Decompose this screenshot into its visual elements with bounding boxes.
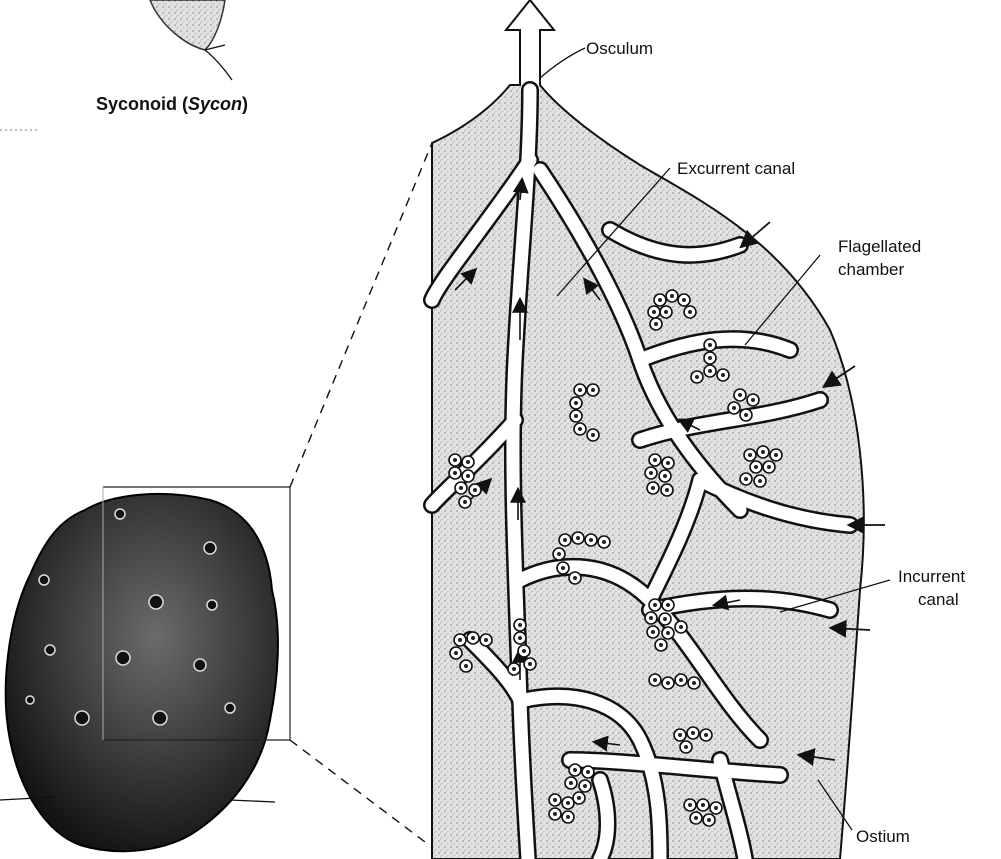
label-osculum: Osculum xyxy=(540,39,653,78)
syconoid-caption: Syconoid (Sycon) xyxy=(96,94,248,114)
svg-text:Excurrent canal: Excurrent canal xyxy=(677,159,795,178)
svg-text:Incurrent: Incurrent xyxy=(898,567,965,586)
leuconoid-sponge-body xyxy=(0,494,278,851)
zoom-line-bottom xyxy=(290,740,425,842)
chamber-cluster xyxy=(645,454,674,496)
svg-text:Ostium: Ostium xyxy=(856,827,910,846)
svg-text:chamber: chamber xyxy=(838,260,904,279)
svg-text:Osculum: Osculum xyxy=(586,39,653,58)
svg-text:canal: canal xyxy=(918,590,959,609)
magnified-section xyxy=(432,0,885,859)
zoom-line-top xyxy=(290,143,432,487)
svg-text:Flagellated: Flagellated xyxy=(838,237,921,256)
syconoid-tip-illustration xyxy=(150,0,232,80)
